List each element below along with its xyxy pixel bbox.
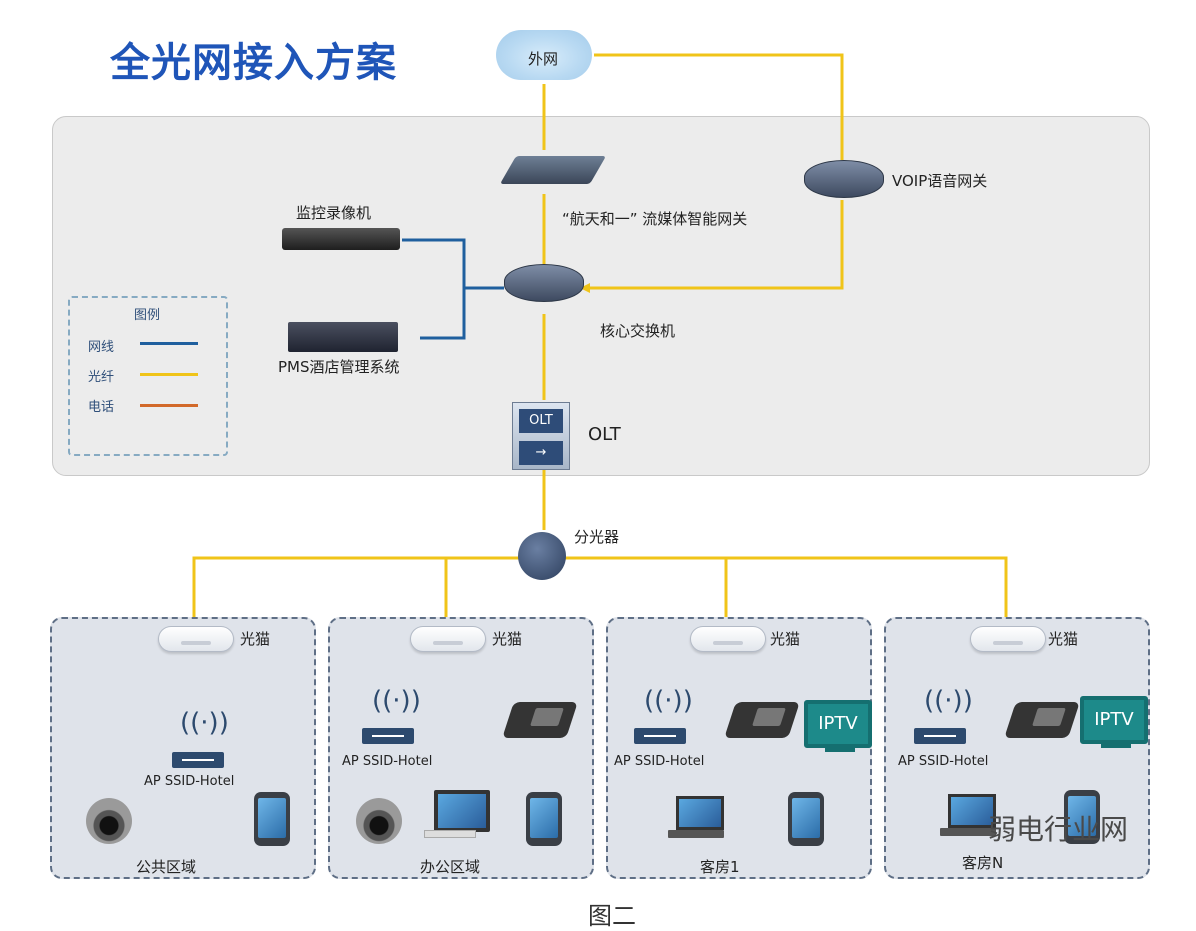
voip-label: VOIP语音网关 [892, 172, 988, 190]
laptop-base-icon [668, 830, 724, 838]
modem-icon [970, 626, 1046, 652]
gateway-icon [499, 156, 607, 184]
net-dvr-core [402, 238, 504, 290]
mobile-phone-icon [1064, 790, 1100, 844]
zone4-modem-label: 光猫 [1048, 630, 1079, 648]
cloud-icon [496, 30, 592, 80]
olt-box-text: OLT [519, 409, 563, 433]
laptop-base-icon [940, 828, 996, 836]
zone1-name: 公共区域 [136, 858, 197, 876]
zone3-name: 客房1 [700, 858, 740, 876]
camera-icon [86, 798, 132, 844]
zone2-modem-label: 光猫 [492, 630, 523, 648]
splitter-icon [518, 532, 566, 580]
server-icon [288, 322, 398, 352]
pms-label: PMS酒店管理系统 [278, 358, 400, 376]
diagram-title: 全光网接入方案 [110, 40, 397, 86]
zone3-ap-label: AP SSID-Hotel [614, 754, 705, 769]
zone-guestroom-n [884, 617, 1150, 879]
fiber-voip-core [590, 200, 844, 290]
splitter-label: 分光器 [574, 528, 620, 546]
zone1-modem-label: 光猫 [240, 630, 271, 648]
dvr-icon [282, 228, 400, 250]
legend-line-phone [140, 404, 198, 407]
voip-router-icon [804, 160, 884, 198]
modem-icon [158, 626, 234, 652]
access-point-icon [362, 728, 414, 744]
desktop-monitor-icon [434, 790, 490, 832]
laptop-icon [948, 794, 996, 828]
wifi-icon: ((·)) [644, 686, 693, 716]
legend-title: 图例 [134, 308, 161, 323]
legend-line-fiber [140, 373, 198, 376]
desk-phone-icon [502, 702, 578, 738]
mobile-phone-icon [788, 792, 824, 846]
keyboard-icon [424, 830, 476, 838]
fiber-splitter-bus [192, 556, 1008, 618]
wifi-icon: ((·)) [924, 686, 973, 716]
zone1-ap-label: AP SSID-Hotel [144, 774, 235, 789]
iptv-stand-icon [825, 748, 855, 752]
dvr-label: 监控录像机 [296, 204, 372, 222]
access-point-icon [634, 728, 686, 744]
camera-icon [356, 798, 402, 844]
watermark: 弱电行业网 [988, 813, 1129, 846]
core-switch-label: 核心交换机 [600, 322, 676, 340]
gateway-label: “航天和一” 流媒体智能网关 [562, 210, 748, 228]
zone4-name: 客房N [962, 854, 1004, 872]
legend-line-network [140, 342, 198, 345]
zone2-name: 办公区域 [420, 858, 481, 876]
mobile-phone-icon [254, 792, 290, 846]
modem-icon [690, 626, 766, 652]
wifi-icon: ((·)) [372, 686, 421, 716]
access-point-icon [172, 752, 224, 768]
legend-item-network: 网线 [88, 340, 115, 355]
legend-item-fiber: 光纤 [88, 370, 115, 385]
legend [68, 296, 228, 456]
desk-phone-icon [724, 702, 800, 738]
cloud-label: 外网 [528, 50, 559, 68]
zone4-ap-label: AP SSID-Hotel [898, 754, 989, 769]
zone3-modem-label: 光猫 [770, 630, 801, 648]
fiber-cloud-voip [594, 53, 844, 160]
iptv-screen-icon: IPTV [804, 700, 872, 748]
figure-caption: 图二 [588, 902, 636, 930]
iptv-screen-icon: IPTV [1080, 696, 1148, 744]
arrow-voip-core [580, 283, 590, 293]
olt-icon: OLT → [512, 402, 570, 470]
desk-phone-icon [1004, 702, 1080, 738]
zone2-ap-label: AP SSID-Hotel [342, 754, 433, 769]
wifi-icon: ((·)) [180, 708, 229, 738]
core-switch-icon [504, 264, 584, 302]
net-pms-core [420, 288, 466, 340]
olt-port-icon: → [519, 441, 563, 465]
iptv-stand-icon [1101, 744, 1131, 748]
legend-item-phone: 电话 [88, 400, 115, 415]
access-point-icon [914, 728, 966, 744]
olt-label: OLT [588, 424, 621, 445]
mobile-phone-icon [526, 792, 562, 846]
laptop-icon [676, 796, 724, 830]
core-network-panel [52, 116, 1150, 476]
modem-icon [410, 626, 486, 652]
